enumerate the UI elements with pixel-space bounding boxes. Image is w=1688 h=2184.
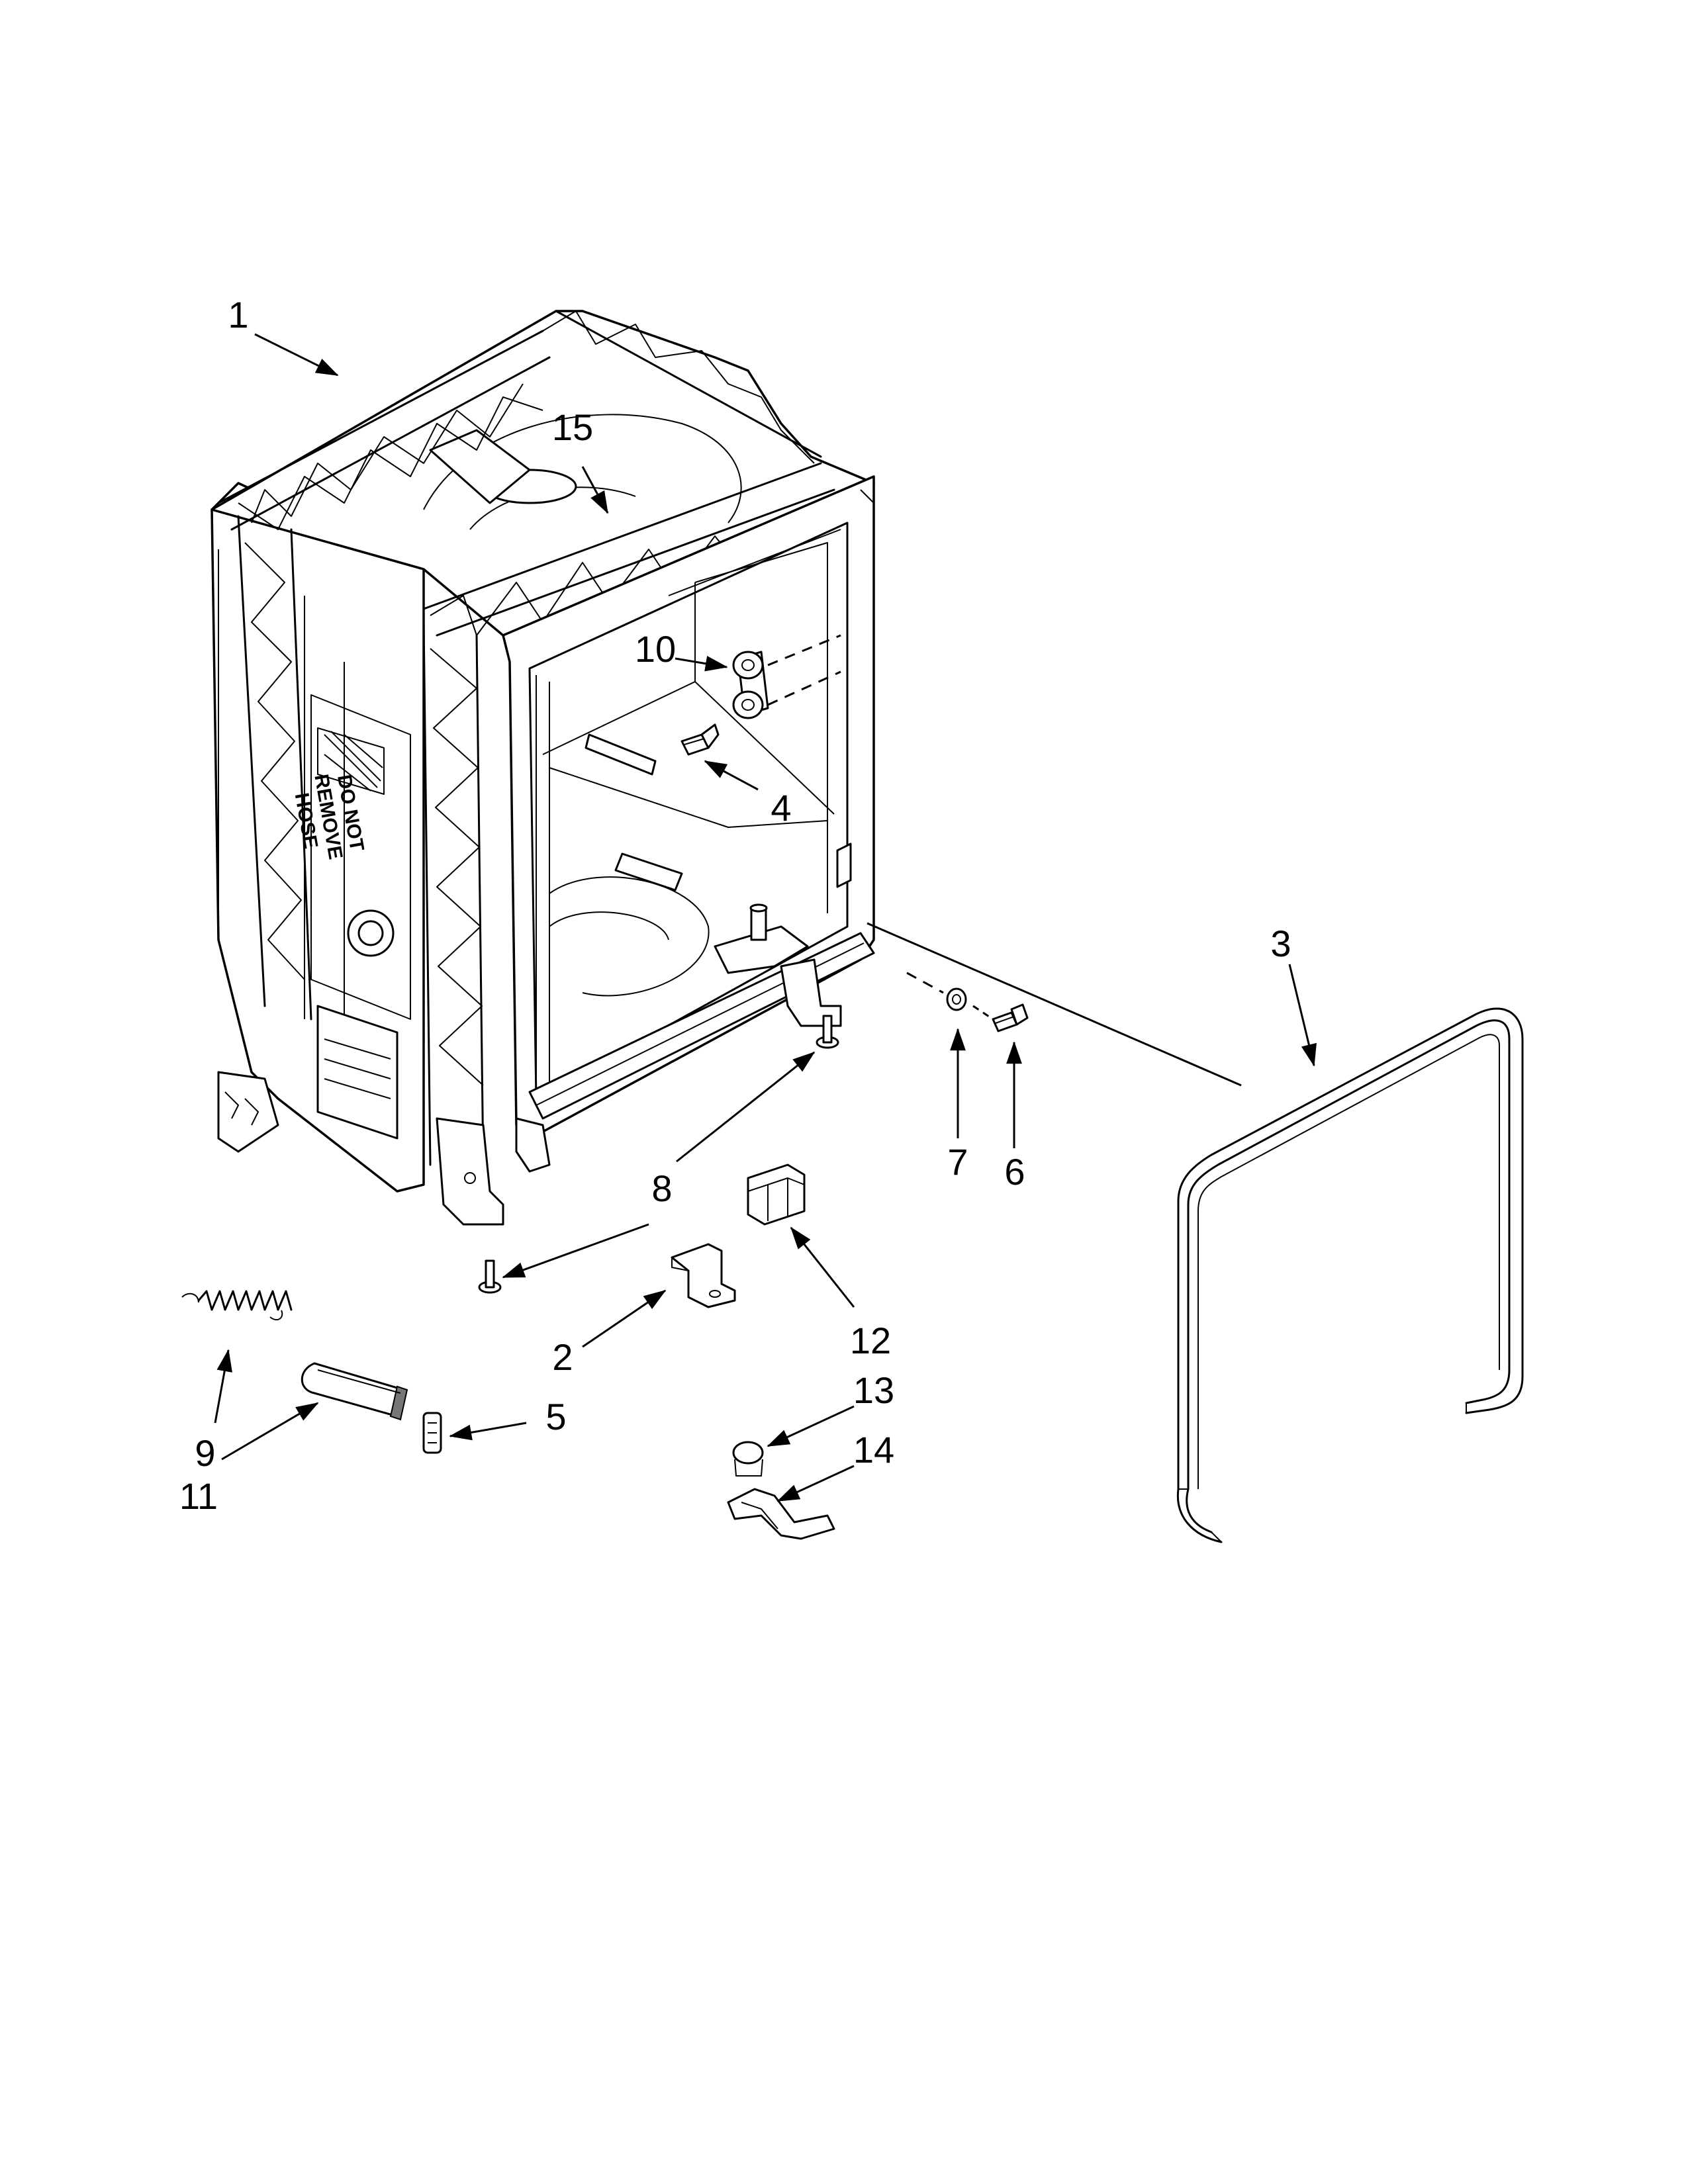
- callout-1: 1: [228, 294, 248, 336]
- screw-part-4: [680, 723, 720, 756]
- leveling-leg-right: [816, 1015, 839, 1049]
- bracket-part-14: [727, 1488, 835, 1540]
- hinge-assembly: [732, 634, 841, 719]
- callout-10: 10: [635, 628, 676, 670]
- callout-3: 3: [1270, 923, 1291, 964]
- callout-4: 4: [771, 787, 791, 829]
- callout-13: 13: [853, 1369, 894, 1411]
- callout-2: 2: [552, 1336, 573, 1378]
- callout-11: 11: [179, 1475, 218, 1517]
- washer-part-7: [906, 972, 967, 1011]
- door-seal: [1176, 1007, 1524, 1543]
- fan-grille: [317, 727, 385, 795]
- callouts: 1 2 3 4 5 6 7 8 9 10 11 12 13 14 15: [179, 294, 1291, 1517]
- leveling-leg-left: [478, 1259, 502, 1294]
- callout-9: 9: [195, 1432, 215, 1474]
- callout-14: 14: [853, 1429, 894, 1471]
- clip-part-12: [747, 1163, 806, 1226]
- bracket-part-2: [671, 1243, 736, 1308]
- callout-15: 15: [552, 406, 593, 448]
- callout-5: 5: [545, 1396, 566, 1437]
- tub-assembly: DO NOT REMOVE HOSE: [211, 310, 875, 1226]
- screw-part-6: [972, 1003, 1029, 1032]
- cap-part-5: [422, 1412, 442, 1454]
- callout-7: 7: [947, 1141, 968, 1183]
- callout-12: 12: [850, 1320, 891, 1361]
- switch-part-13: [732, 1441, 764, 1477]
- leader-lines: [214, 333, 1317, 1502]
- callout-8: 8: [651, 1167, 672, 1209]
- callout-6: 6: [1004, 1151, 1025, 1193]
- cover-part-11: [301, 1362, 408, 1421]
- spring-part-9: [181, 1290, 293, 1321]
